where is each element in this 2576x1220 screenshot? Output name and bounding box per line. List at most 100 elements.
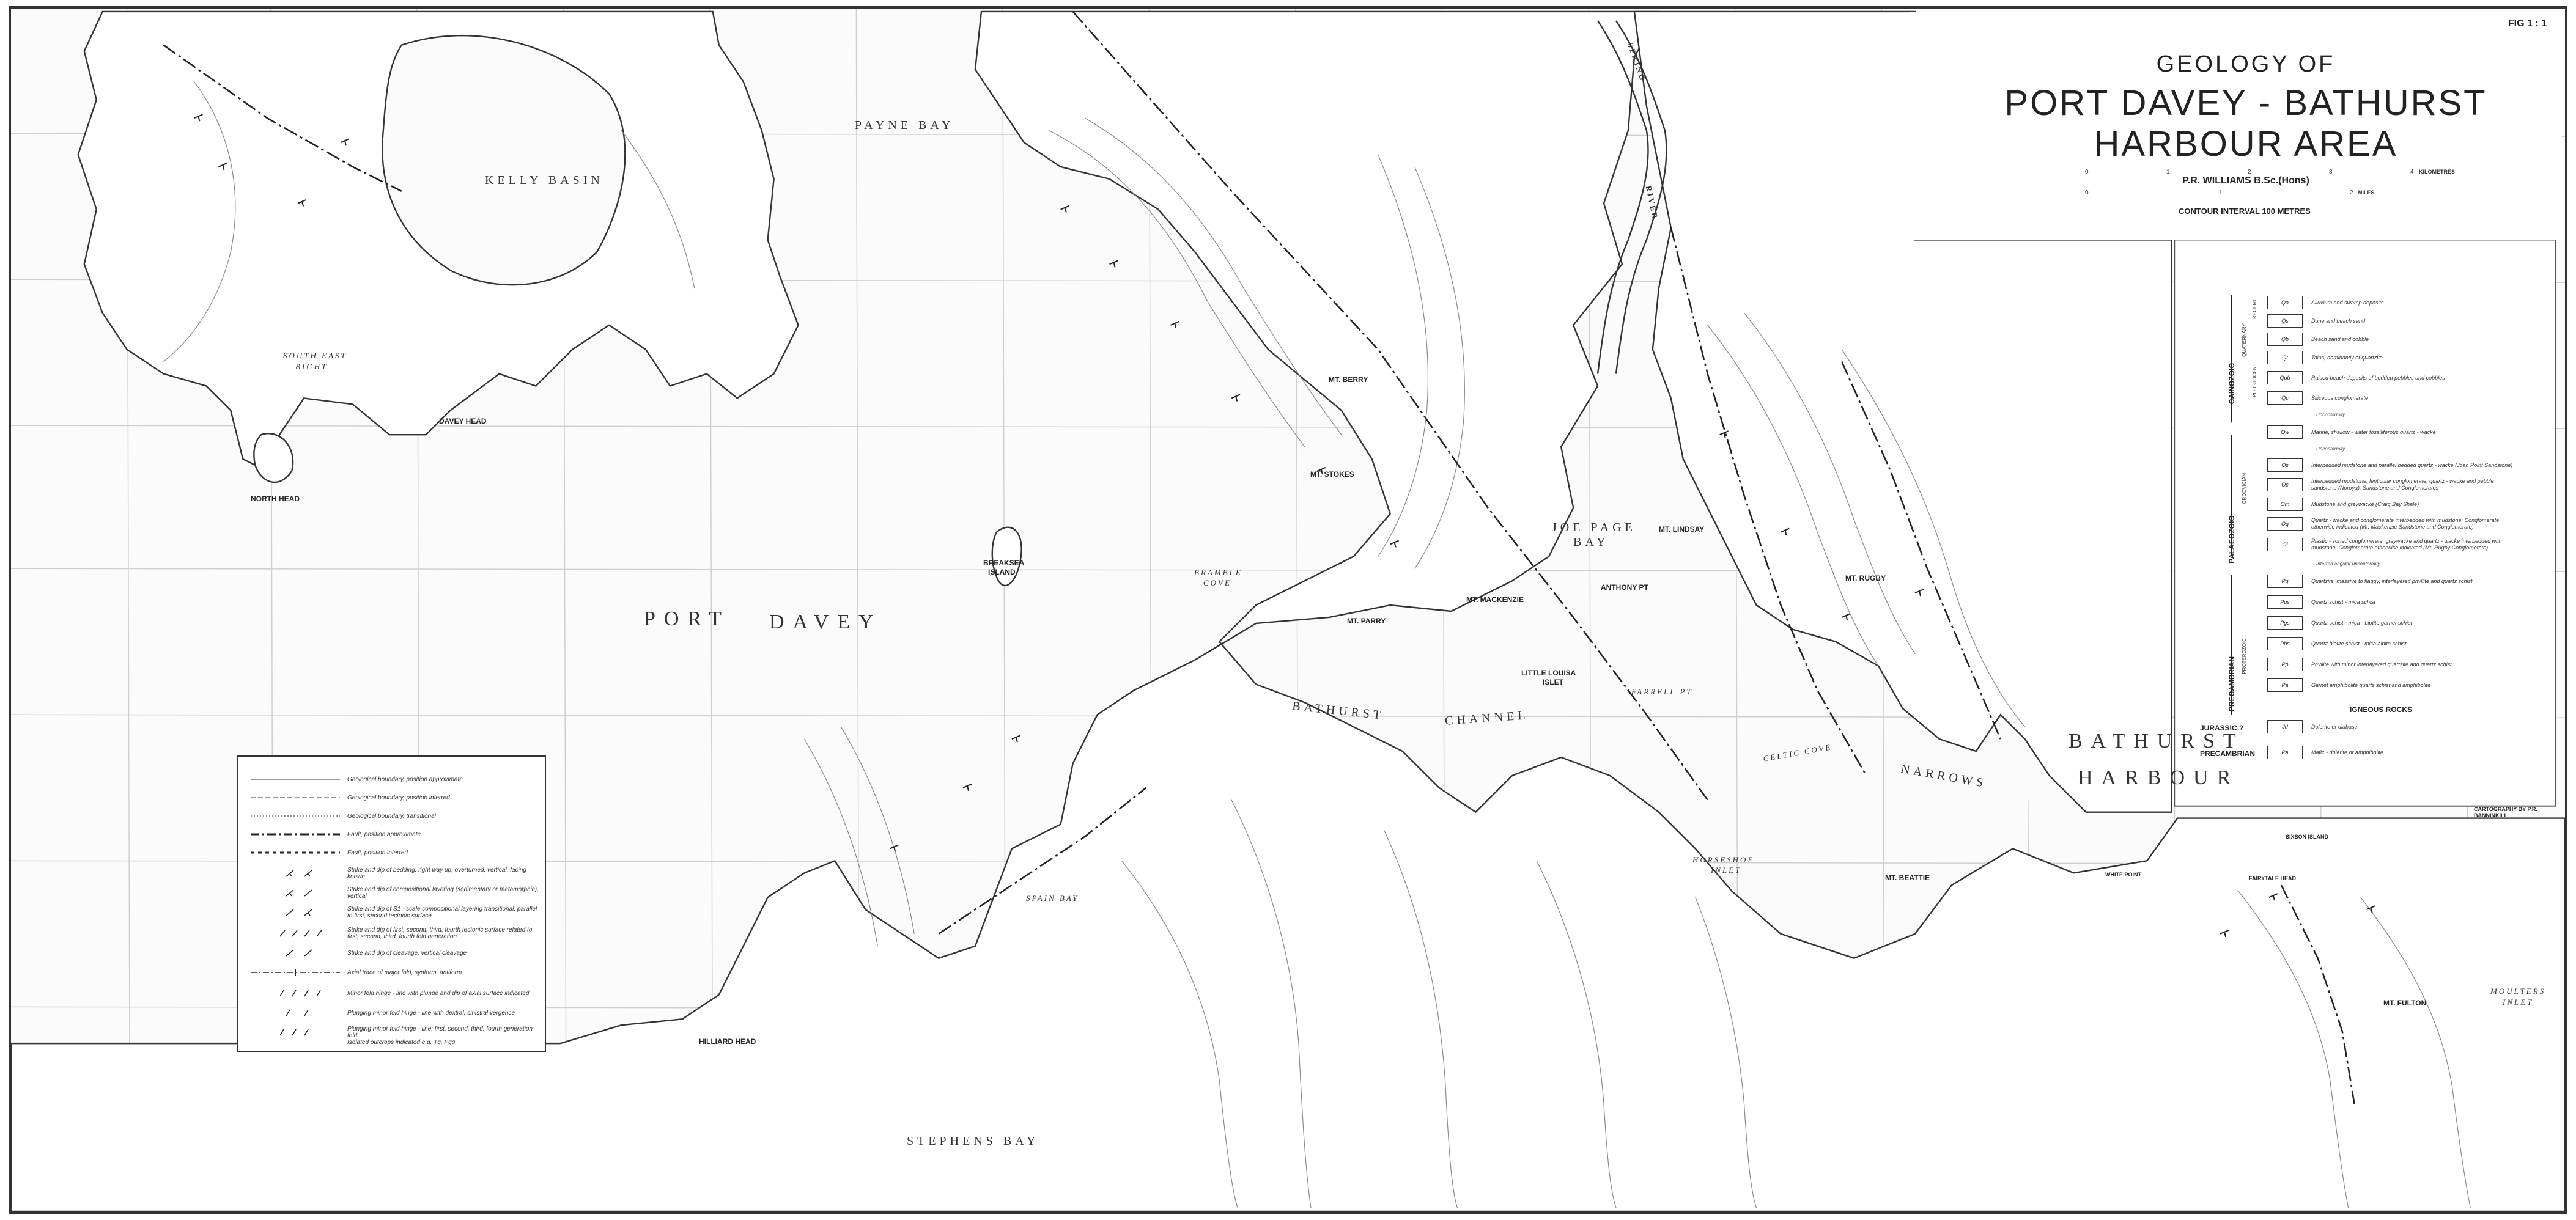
- label-sixson-island: SIXSON ISLAND: [2286, 834, 2329, 840]
- unconformity-1: Unconformity: [2316, 412, 2345, 417]
- legend-symbol: [251, 779, 340, 780]
- structural-symbols: [194, 114, 2375, 938]
- legend-symbol: [286, 949, 312, 957]
- unconformity-3: Inferred angular unconformity: [2316, 561, 2380, 567]
- fault-lines: [163, 11, 2355, 1104]
- scale-mile-1: 1: [2218, 189, 2222, 196]
- label-bight: BIGHT: [295, 362, 328, 371]
- label-port: PORT: [644, 608, 730, 630]
- legend-row: Minor fold hinge - line with plunge and …: [249, 989, 539, 998]
- scale-km-3: 3: [2329, 169, 2333, 175]
- legend-row: Axial trace of major fold, synform, anti…: [249, 968, 539, 977]
- label-mt-mackenzie: MT. MACKENZIE: [1466, 595, 1524, 604]
- map-canvas[interactable]: [11, 9, 2565, 1211]
- label-davey-head: DAVEY HEAD: [439, 417, 487, 425]
- label-mt-berry: MT. BERRY: [1329, 375, 1368, 384]
- legend-symbol: [251, 833, 340, 836]
- legend-row: Strike and dip of bedding: right way up,…: [249, 867, 539, 880]
- label-south-east: SOUTH EAST: [283, 351, 347, 360]
- legend-row: Plunging minor fold hinge - line with de…: [249, 1009, 539, 1017]
- legend-symbol: [279, 990, 321, 997]
- era-cainozoic: CAINOZOIC: [2227, 363, 2236, 405]
- scale-km-unit: KILOMETRES: [2419, 169, 2456, 175]
- coastline-central-landmass: [11, 10, 2565, 1211]
- label-spain-bay: SPAIN BAY: [1026, 894, 1079, 903]
- legend-row: Geological boundary, transitional: [249, 812, 539, 820]
- subera-recent: RECENT: [2252, 299, 2257, 319]
- legend-row: Fault, position inferred: [249, 848, 539, 857]
- label-mt-parry: MT. PARRY: [1347, 617, 1386, 625]
- scale-mile-unit: MILES: [2358, 189, 2375, 196]
- legend-symbol: [286, 870, 312, 877]
- subera-ordovician: ORDOVICIAN: [2242, 473, 2247, 504]
- legend-symbol: [279, 1029, 309, 1036]
- label-north-head: NORTH HEAD: [251, 494, 300, 503]
- legend-symbol: [251, 815, 340, 817]
- map-frame: FIG 1 : 1 GEOLOGY OF PORT DAVEY - BATHUR…: [9, 6, 2567, 1214]
- label-mt-lindsay: MT. LINDSAY: [1659, 525, 1705, 534]
- igneous-heading: IGNEOUS ROCKS: [2350, 705, 2413, 714]
- label-mt-stokes: MT. STOKES: [1310, 470, 1354, 479]
- subera-proterozoic: PROTEROZOIC: [2242, 638, 2247, 674]
- label-island: ISLAND: [988, 568, 1016, 576]
- scale-km-4: 4: [2410, 169, 2414, 175]
- legend-symbol: [286, 1009, 309, 1016]
- legend-symbol: [286, 889, 312, 897]
- label-anthony-pt: ANTHONY PT: [1601, 583, 1648, 592]
- label-cove: COVE: [1203, 578, 1231, 587]
- label-bathurst-harbour-1: BATHURST: [2069, 730, 2245, 752]
- legend-right-panel: [2174, 239, 2557, 807]
- legend-row: Strike and dip of compositional layering…: [249, 886, 539, 900]
- scale-km-1: 1: [2166, 169, 2170, 175]
- legend-row: Geological boundary, position inferred: [249, 793, 539, 802]
- legend-symbol: [251, 851, 340, 854]
- contour-interval-note: CONTOUR INTERVAL 100 METRES: [2179, 207, 2311, 216]
- scale-km-2: 2: [2248, 169, 2251, 175]
- label-joe-page-bay-2: BAY: [1573, 535, 1609, 549]
- unconformity-2: Unconformity: [2316, 446, 2345, 452]
- legend-row: Isolated outcrops indicated e.g. Tq, Pgq: [347, 1039, 456, 1046]
- scale-km-0: 0: [2085, 169, 2089, 175]
- contour-lines: [163, 81, 2471, 1208]
- label-payne-bay: PAYNE BAY: [855, 119, 954, 132]
- label-little-louisa: LITTLE LOUISA: [1521, 669, 1576, 677]
- coastline-east-block: [1633, 10, 2172, 813]
- label-mt-beattie: MT. BEATTIE: [1885, 873, 1930, 882]
- scale-bar: 0 1 2 3 4 KILOMETRES 0 1 2 MILES: [2085, 155, 2455, 198]
- label-farrell-pt: FARRELL PT: [1631, 687, 1693, 696]
- legend-row: Plunging minor fold hinge - line; first,…: [249, 1026, 539, 1039]
- label-bathurst-harbour-2: HARBOUR: [2078, 766, 2240, 789]
- label-joe-page-bay-1: JOE PAGE: [1552, 521, 1636, 534]
- coastline-kelly-basin: [382, 35, 626, 286]
- coastline-group: [11, 10, 2565, 1211]
- label-white-point: WHITE POINT: [2105, 872, 2141, 878]
- label-horseshoe: HORSESHOE: [1692, 855, 1755, 864]
- label-kelly-basin: KELLY BASIN: [485, 174, 603, 187]
- subera-quaternary: QUATERNARY: [2242, 323, 2247, 357]
- label-islet: ISLET: [1543, 678, 1564, 686]
- label-bramble: BRAMBLE: [1194, 568, 1242, 577]
- label-inlet: INLET: [1711, 865, 1742, 875]
- label-fairytale-head: FAIRYTALE HEAD: [2249, 875, 2297, 881]
- cartography-credit: CARTOGRAPHY BY P.R. BANNINKILL: [2474, 806, 2537, 818]
- legend-row: Fault, position approximate: [249, 830, 539, 839]
- scale-mile-2: 2: [2350, 189, 2353, 196]
